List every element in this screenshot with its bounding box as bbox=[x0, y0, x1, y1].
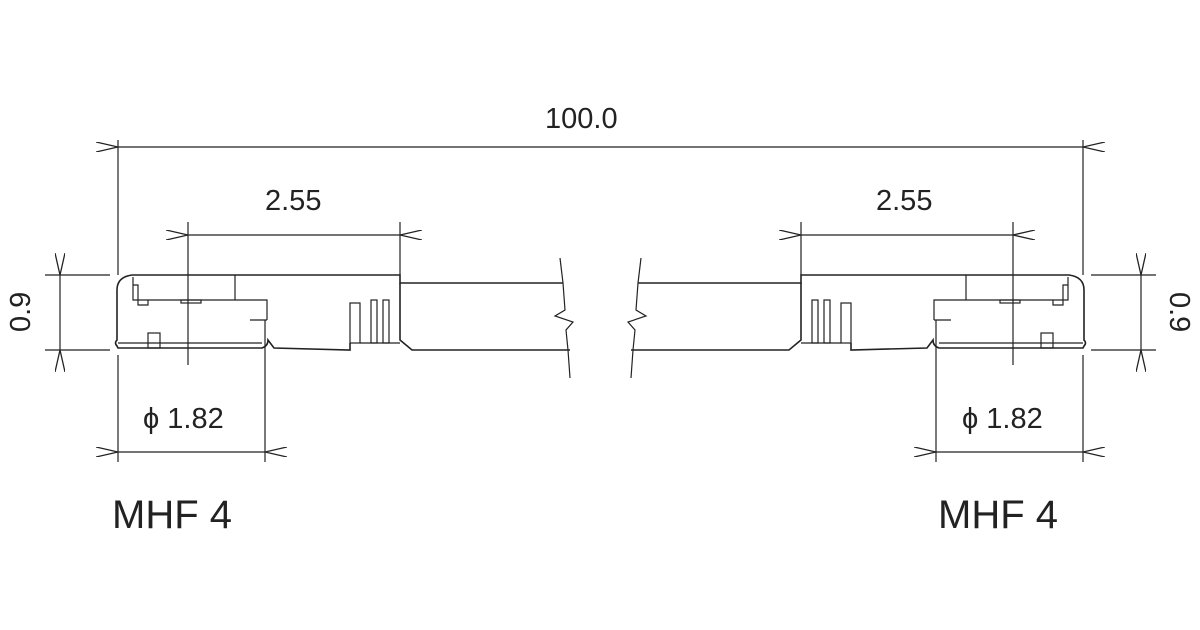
total-length-label: 100.0 bbox=[545, 103, 618, 135]
left-height-label: 0.9 bbox=[5, 292, 37, 332]
right-height-label: 0.9 bbox=[1163, 292, 1195, 332]
left-offset-label: 2.55 bbox=[265, 185, 321, 217]
right-diameter-label: ϕ 1.82 bbox=[962, 403, 1043, 435]
right-offset-label: 2.55 bbox=[876, 185, 932, 217]
left-connector-label: MHF 4 bbox=[112, 493, 232, 537]
left-diameter-label: ϕ 1.82 bbox=[143, 403, 224, 435]
right-connector-label: MHF 4 bbox=[938, 493, 1058, 537]
